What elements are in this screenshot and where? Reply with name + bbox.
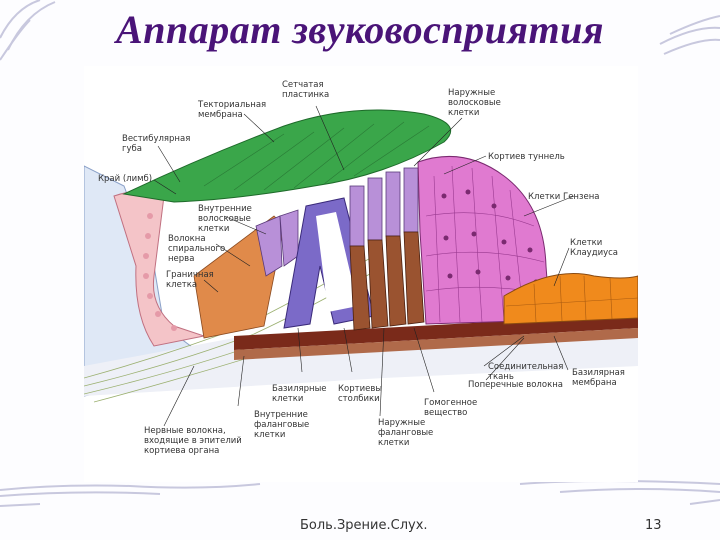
slide-title: Аппарат звуковосприятия xyxy=(0,6,720,53)
label-reticular-lamina: Сетчатая пластинка xyxy=(282,80,329,100)
label-inner-phalangeal-cells: Внутренние фаланговые клетки xyxy=(254,410,309,440)
slide-footer: Боль.Зрение.Слух. xyxy=(300,518,428,533)
label-homogeneous-substance: Гомогенное вещество xyxy=(424,398,477,418)
label-tectorial-membrane: Текториальная мембрана xyxy=(198,100,266,120)
page-number: 13 xyxy=(645,518,662,533)
label-hensen-cells: Клетки Гензена xyxy=(528,192,600,202)
organ-of-corti-figure: Сетчатая пластинка Текториальная мембран… xyxy=(84,66,638,482)
label-vestibular-lip: Вестибулярная губа xyxy=(122,134,190,154)
label-border-cell: Граничная клетка xyxy=(166,270,214,290)
label-outer-hair-cells: Наружные волосковые клетки xyxy=(448,88,501,118)
label-outer-phalangeal-cells: Наружные фаланговые клетки xyxy=(378,418,433,448)
label-corti-pillars: Кортиевы столбики xyxy=(338,384,382,404)
label-spiral-nerve-fibers: Волокна спирального нерва xyxy=(168,234,225,264)
label-basilar-cells: Базилярные клетки xyxy=(272,384,327,404)
label-nerve-fibers-entering: Нервные волокна, входящие в эпителий кор… xyxy=(144,426,242,456)
label-basilar-membrane: Базилярная мембрана xyxy=(572,368,625,388)
label-transverse-fibers: Поперечные волокна xyxy=(468,380,563,390)
label-claudius-cells: Клетки Клаудиуса xyxy=(570,238,618,258)
label-limbus-edge: Край (лимб) xyxy=(98,174,152,184)
label-connective-tissue: Соединительная ткань xyxy=(488,362,563,382)
outer-phalangeal-cells xyxy=(350,232,424,330)
label-inner-hair-cells: Внутренние волосковые клетки xyxy=(198,204,252,234)
label-corti-tunnel: Кортиев туннель xyxy=(488,152,565,162)
